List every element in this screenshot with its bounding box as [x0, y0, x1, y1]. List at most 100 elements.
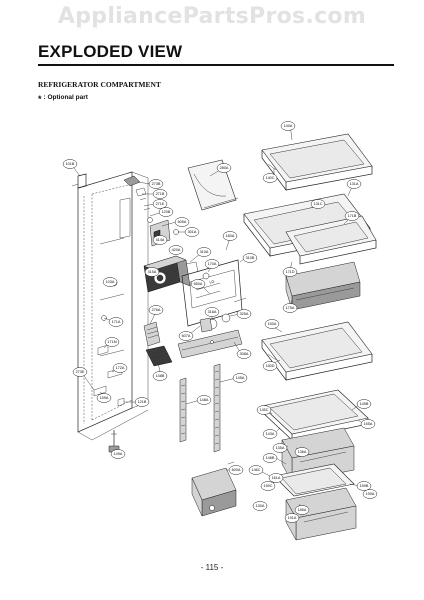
callout-175a: 175A — [282, 303, 298, 313]
callout-148b-text: 148B — [156, 374, 165, 378]
callout-180a: 180A — [222, 231, 238, 241]
callout-171a-text: 171A — [112, 320, 121, 324]
deodorizer — [143, 321, 173, 367]
callout-131a: 131A — [346, 179, 362, 189]
callout-171d-text: 171D — [285, 270, 294, 274]
glass-shelf-middle — [261, 321, 373, 382]
callout-175a-text: 175A — [286, 306, 295, 310]
filter-housing: LG — [181, 259, 247, 333]
callout-149b-text: 149B — [360, 402, 369, 406]
callout-171b: 171B — [344, 211, 360, 221]
callout-171a: 171A — [108, 317, 124, 327]
callout-172a-text: 172A — [116, 366, 125, 370]
callout-171m: 171M — [104, 337, 120, 347]
callout-171m-text: 171M — [107, 340, 117, 344]
callout-415a-text: 415A — [148, 270, 157, 274]
optional-part-note: *: Optional part — [38, 94, 88, 104]
callout-271b: 271B — [152, 189, 168, 199]
callout-180a-text: 180A — [226, 234, 235, 238]
callout-185a-visible: 185A — [294, 505, 310, 515]
callout-140c: 140C — [262, 173, 278, 183]
callout-280a: 280A — [216, 163, 232, 173]
housing-text: LG — [209, 279, 215, 284]
callout-150a: 150A — [264, 319, 280, 329]
callout-280a-text: 280A — [220, 166, 229, 170]
callout-103a: 103A — [102, 277, 118, 287]
callout-145c-text: 145C — [259, 408, 268, 412]
callout-420a-text: 420A — [172, 248, 181, 252]
callout-159c-text: 159C — [263, 484, 272, 488]
callout-271b-text: 271B — [156, 192, 165, 196]
callout-276a: 276A — [148, 305, 164, 315]
callout-171b-text: 171B — [348, 214, 357, 218]
callout-101b-text: 101B — [66, 162, 75, 166]
callout-271e: 271E — [152, 199, 168, 209]
callout-149a-text: 149A — [114, 452, 123, 456]
callout-414a: 414A — [152, 235, 168, 245]
callout-146c-text: 146C — [251, 468, 260, 472]
watermark: AppliancePartsPros.com — [57, 4, 367, 29]
callout-310b: 310B — [242, 253, 258, 263]
callout-171d: 171D — [282, 267, 298, 277]
title-divider — [38, 64, 394, 66]
callout-149b: 149B — [356, 399, 372, 409]
optional-part-text: : Optional part — [43, 94, 88, 101]
callout-159b: 159B — [356, 481, 372, 491]
control-cover — [177, 329, 243, 359]
callout-131a-text: 131A — [350, 182, 359, 186]
callout-103a-text: 103A — [106, 280, 115, 284]
callout-143a: 143A — [262, 429, 278, 439]
callout-273b: 273B — [148, 179, 164, 189]
callout-161a-visible: 161A — [268, 473, 284, 483]
callout-121b-text: 121B — [138, 400, 147, 404]
callout-136a-text: 136A — [298, 450, 307, 454]
callout-150d: 150D — [262, 361, 278, 371]
callout-600a: 600A — [228, 465, 244, 475]
callout-308a-text: 308A — [240, 352, 249, 356]
callout-271e-text: 271E — [156, 202, 165, 206]
lower-box-part — [191, 461, 237, 517]
callout-130a: 130A — [252, 501, 268, 511]
optional-part-symbol: * — [38, 94, 42, 104]
callout-415a: 415A — [144, 267, 160, 277]
callout-145a: 145A — [232, 373, 248, 383]
callout-276a-text: 276A — [152, 308, 161, 312]
callout-301a-text: 301A — [188, 230, 197, 234]
callout-159a: 159A — [96, 393, 112, 403]
callout-172a: 172A — [112, 363, 128, 373]
callout-148a-text: 148A — [200, 398, 209, 402]
callout-273e: 273E — [72, 367, 88, 377]
callout-191a-text: 191A — [288, 516, 297, 520]
callout-190a: 190A — [362, 489, 378, 499]
callout-155a: 155A — [360, 419, 376, 429]
callout-414a-text: 414A — [156, 238, 165, 242]
callout-316a: 316A — [204, 307, 220, 317]
callout-135a: 135A — [272, 443, 288, 453]
glass-shelf-top — [261, 133, 373, 192]
callout-121b: 121B — [134, 397, 150, 407]
callout-607a: 607A — [178, 331, 194, 341]
callout-161a-text: 161A — [272, 476, 281, 480]
air-duct-control-box — [143, 255, 199, 293]
callout-301a: 301A — [184, 227, 200, 237]
callout-150a-text: 150A — [268, 322, 277, 326]
callout-605a-text: 605A — [178, 220, 187, 224]
callout-143a-text: 143A — [266, 432, 275, 436]
callout-170a-text: 170A — [208, 262, 217, 266]
callout-159a-text: 159A — [100, 396, 109, 400]
callout-325a-text: 325A — [240, 312, 249, 316]
callout-155a-text: 155A — [364, 422, 373, 426]
callout-140a: 140A — [280, 121, 296, 131]
callout-310b-text: 310B — [246, 256, 255, 260]
callout-101b: 101B — [62, 159, 78, 169]
callout-136a: 136A — [294, 447, 310, 457]
callout-650a-text: 650A — [194, 282, 203, 286]
callout-185a-text: 185A — [298, 508, 307, 512]
callout-650a: 650A — [190, 279, 206, 289]
callout-310a-text: 310A — [200, 250, 209, 254]
callout-191a: 191A — [284, 513, 300, 523]
callout-607a-text: 607A — [182, 334, 191, 338]
callout-140c-text: 140C — [265, 176, 274, 180]
callout-146b: 146B — [262, 453, 278, 463]
